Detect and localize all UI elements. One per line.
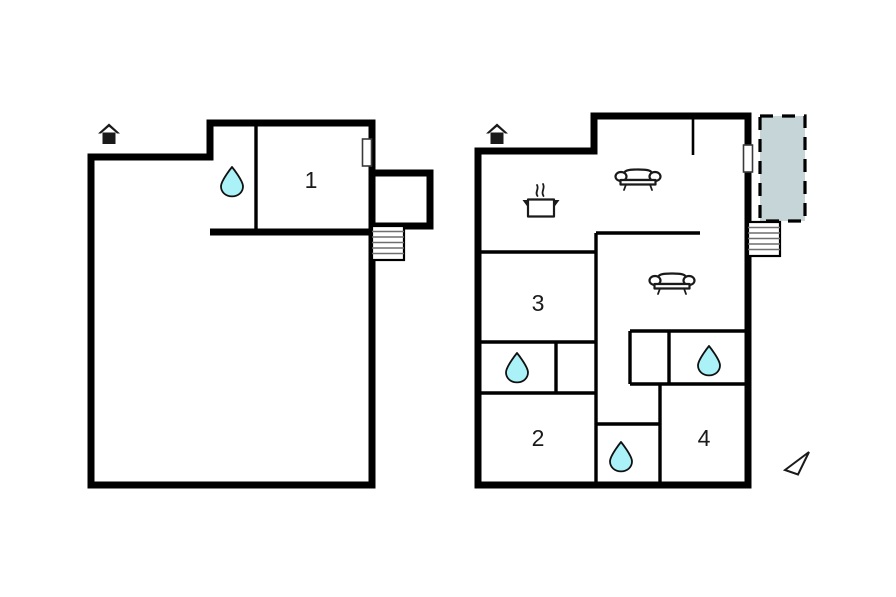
plan-right: 3 2 4: [474, 112, 807, 489]
cooking-pot-icon: [522, 183, 560, 218]
door-opening-right: [742, 144, 754, 173]
exterior-wall-right-plan: [474, 112, 752, 489]
room-number: 1: [305, 167, 318, 193]
room-number: 4: [698, 425, 711, 451]
north-arrow: [782, 451, 810, 476]
door-opening-left: [361, 138, 373, 167]
terrace-area: [758, 114, 807, 223]
porch-outline-left: [372, 169, 434, 230]
room-number: 2: [532, 425, 545, 451]
plan-left: 1: [87, 119, 434, 489]
sofa-icon: [614, 168, 662, 191]
sofa-icon: [648, 272, 696, 295]
water-drop-icon: [505, 352, 529, 384]
house-entrance-icon: [486, 123, 508, 144]
house-entrance-icon: [98, 123, 120, 144]
water-drop-icon: [697, 345, 721, 377]
room-number: 3: [532, 290, 545, 316]
water-drop-icon: [220, 166, 244, 198]
exterior-wall-left-plan: [87, 119, 376, 489]
stairs-left: [370, 224, 406, 262]
stairs-right: [746, 220, 782, 258]
water-drop-icon: [609, 441, 633, 473]
